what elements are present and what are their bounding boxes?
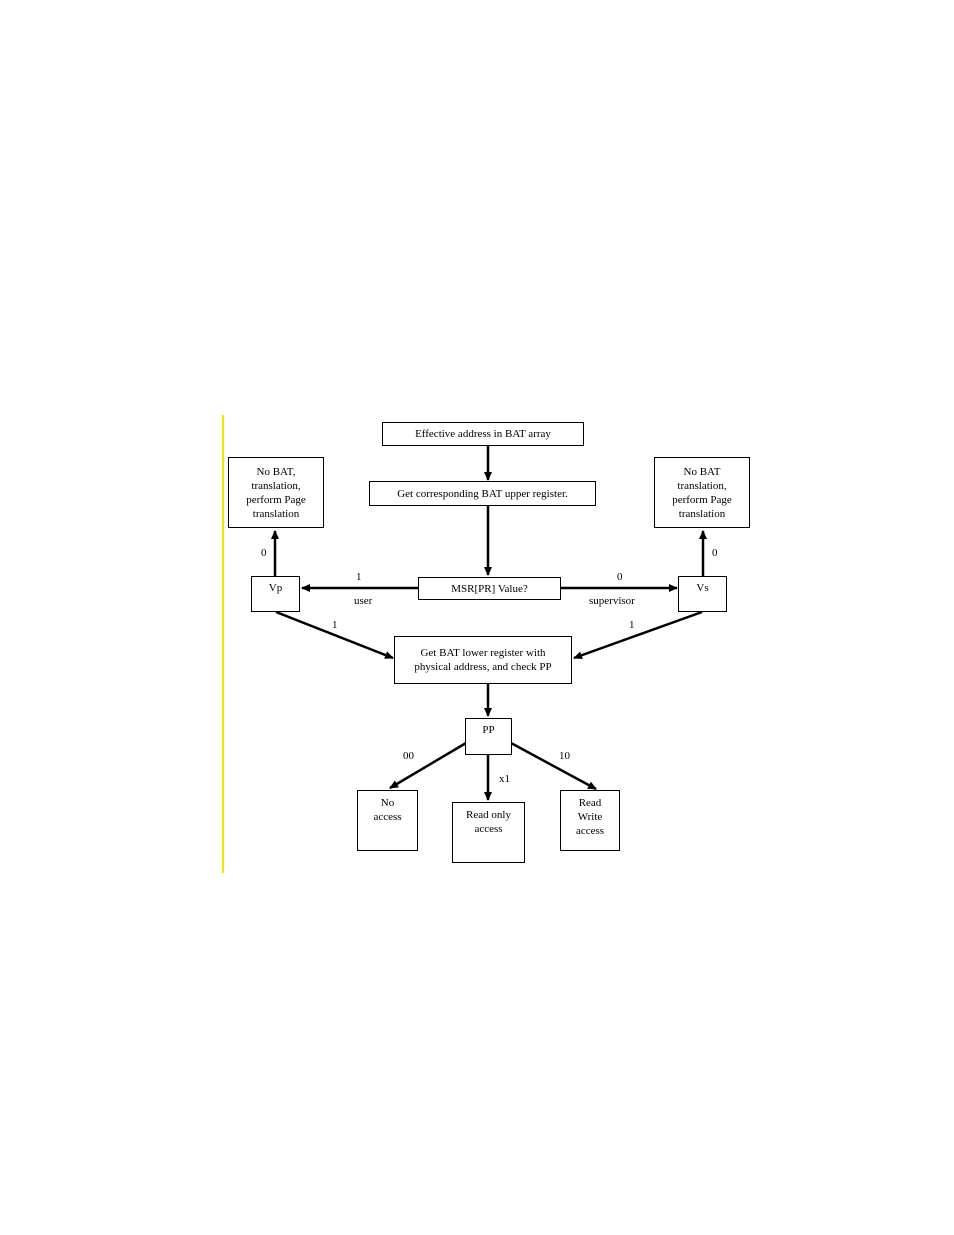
get-lower-register-box: Get BAT lower register with physical add…: [394, 636, 572, 684]
get-upper-register-box: Get corresponding BAT upper register.: [369, 481, 596, 506]
no-bat-right-box: No BAT translation, perform Page transla…: [654, 457, 750, 528]
effective-address-box: Effective address in BAT array: [382, 422, 584, 446]
pp-decision-box: PP: [465, 718, 512, 755]
msr-pr-decision-box: MSR[PR] Value?: [418, 577, 561, 600]
read-write-access-box: Read Write access: [560, 790, 620, 851]
edge-vs-to-lower: [573, 610, 703, 660]
edge-pp-to-readwrite: [510, 741, 597, 791]
edge-label-pp-00: 00: [403, 750, 414, 762]
vp-box: Vp: [251, 576, 300, 612]
edge-label-pp-10: 10: [559, 750, 570, 762]
no-access-box: No access: [357, 790, 418, 851]
vs-box: Vs: [678, 576, 727, 612]
edge-label-supervisor-text: supervisor: [589, 595, 635, 607]
edge-label-pp-x1: x1: [499, 773, 510, 785]
edge-pp-to-noaccess: [389, 741, 467, 790]
edge-label-supervisor-value: 0: [617, 571, 623, 583]
margin-line: [222, 415, 224, 873]
edge-label-vs-one: 1: [629, 619, 635, 631]
edge-label-vs-zero: 0: [712, 547, 718, 559]
edge-label-vp-one: 1: [332, 619, 338, 631]
no-bat-left-box: No BAT, translation, perform Page transl…: [228, 457, 324, 528]
read-only-access-box: Read only access: [452, 802, 525, 863]
edge-label-vp-zero: 0: [261, 547, 267, 559]
edge-vp-to-lower: [275, 610, 394, 660]
edge-label-user-value: 1: [356, 571, 362, 583]
edge-label-user-text: user: [354, 595, 373, 607]
